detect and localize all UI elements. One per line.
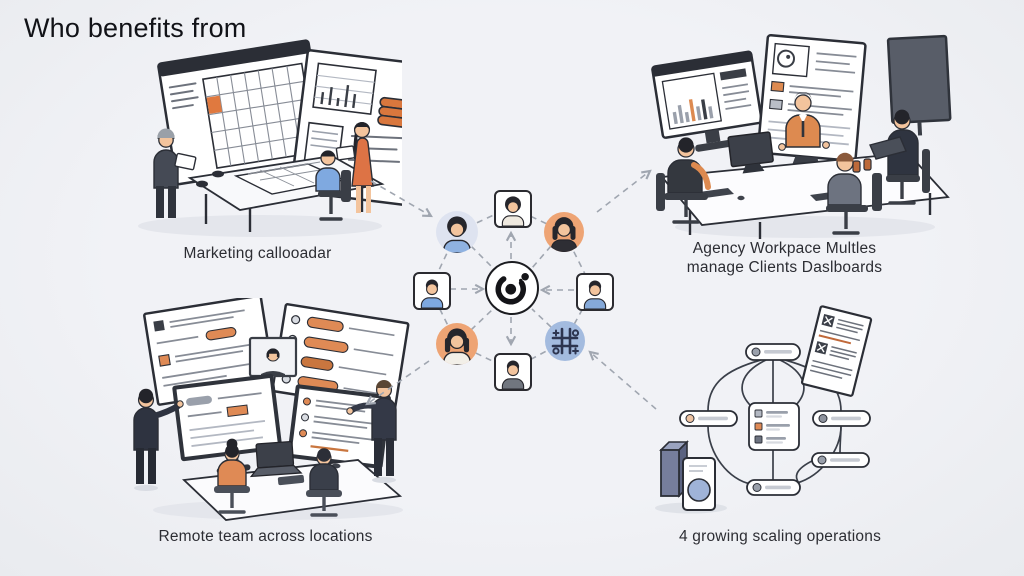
server-devices <box>655 440 727 514</box>
flow-node-right <box>812 410 871 427</box>
hub-node-user-top <box>494 190 532 228</box>
hub-node-user-bottom-left <box>436 323 478 365</box>
orange-task-pill <box>205 326 237 341</box>
person-orange-dress <box>335 121 374 213</box>
label-agency-dashboards: Agency Workpace Multles manage Clients D… <box>642 239 927 277</box>
person-seated-orange <box>214 438 250 514</box>
tablet <box>174 152 197 171</box>
scene-scaling-flowchart <box>655 305 873 514</box>
label-remote-team: Remote team across locations <box>158 528 373 545</box>
checklist-doc-panel <box>800 305 873 397</box>
flow-node-top <box>745 343 801 361</box>
person-bottom-right-seated <box>826 152 882 235</box>
mouse <box>737 195 745 201</box>
person-gray-with-tablet <box>153 128 197 218</box>
cups <box>852 158 872 173</box>
hub-node-grid-game-icon <box>545 321 585 361</box>
flow-checklist-card <box>748 402 800 451</box>
page-title: Who benefits from <box>24 13 247 43</box>
person-seated-blue-shirt <box>315 150 351 221</box>
flow-node-bottom <box>746 479 801 496</box>
hub-node-user-top-left <box>436 211 478 253</box>
label-marketing-calendar: Marketing callooadar <box>183 245 332 262</box>
label-agency-line1: Agency Workpace Multles <box>692 240 877 257</box>
table-monitor-back <box>727 131 774 174</box>
person-orange-vest <box>778 92 830 151</box>
scene-remote-team <box>133 298 410 521</box>
hub-node-user-top-right <box>544 212 584 252</box>
monitor-client-dashboard <box>756 34 867 173</box>
monitor-dark <box>886 34 952 136</box>
hub-node-user-right <box>576 273 614 311</box>
highlighted-calendar-cell <box>206 95 223 114</box>
hub-node-user-bottom <box>494 353 532 391</box>
center-hub-logo <box>485 261 539 315</box>
clipboard <box>335 145 356 161</box>
scene-marketing-calendar <box>138 39 402 237</box>
bar-chart <box>672 99 714 125</box>
pancake-stack-icon <box>377 96 402 129</box>
mini-bar-chart <box>320 84 357 109</box>
meeting-table <box>660 131 950 239</box>
person-right-laptop <box>869 109 930 205</box>
monitor-bar-chart <box>651 50 763 152</box>
scene-agency-dashboards <box>651 34 952 239</box>
person-seated-dark <box>306 448 342 517</box>
task-board-left <box>143 298 276 406</box>
flow-node-left <box>679 410 738 427</box>
label-agency-line2: manage Clients Daslboards <box>686 259 883 276</box>
flow-node-bottom-right <box>811 452 870 468</box>
person-left-seated <box>656 137 711 224</box>
shutter-target-logo-icon <box>495 273 529 305</box>
laptop <box>249 440 303 478</box>
hub-node-user-left <box>413 272 451 310</box>
label-scaling-operations: 4 growing scaling operations <box>678 528 882 545</box>
laptop <box>869 136 907 160</box>
floor-shadow <box>138 215 382 237</box>
orange-widget-icon <box>770 80 785 93</box>
person-left-standing <box>133 388 184 491</box>
